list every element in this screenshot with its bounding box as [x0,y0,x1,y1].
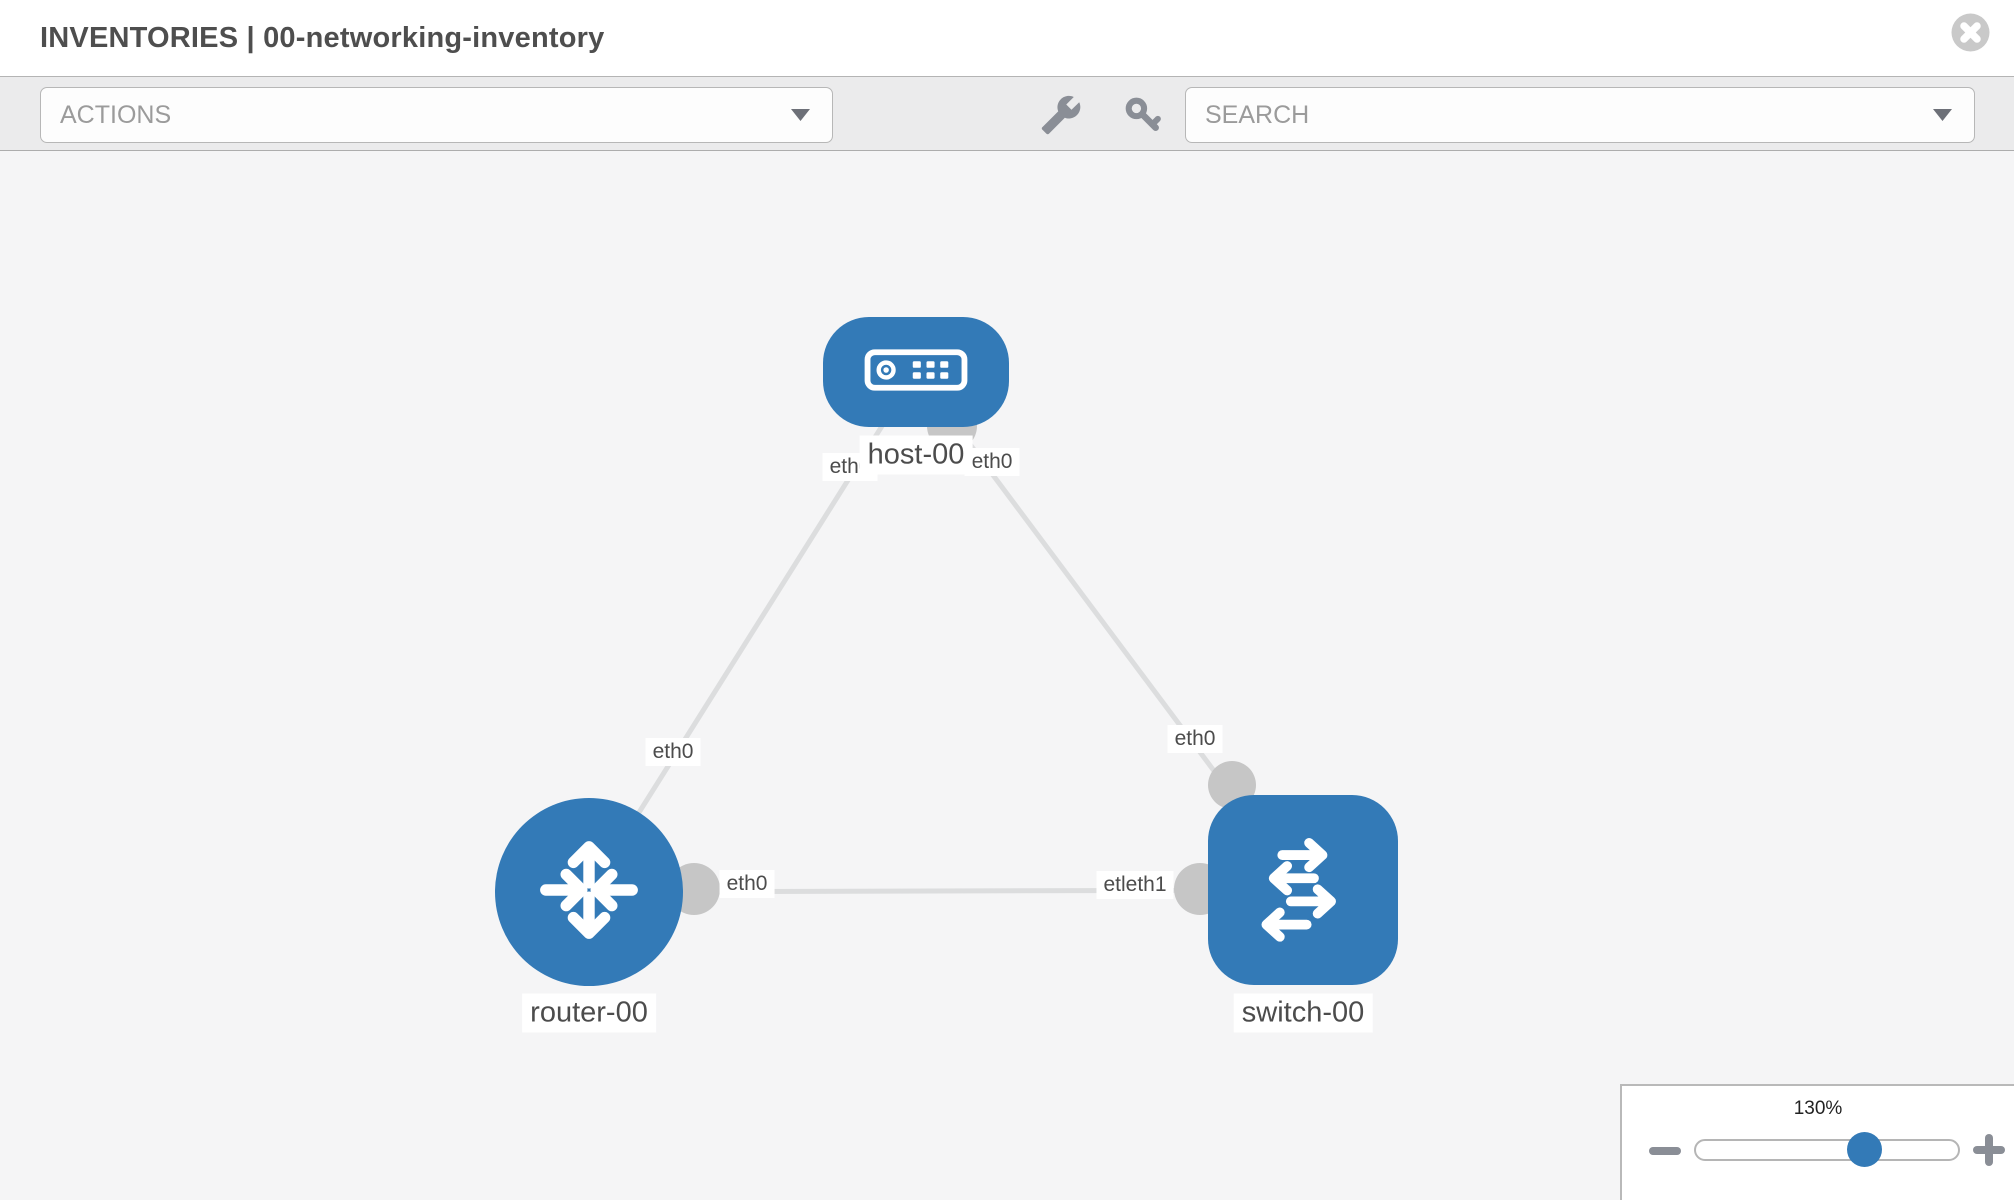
zoom-out-icon[interactable] [1648,1134,1682,1168]
actions-dropdown[interactable]: ACTIONS [40,87,833,143]
chevron-down-icon [791,109,810,121]
zoom-in-icon[interactable] [1972,1133,2006,1167]
interface-label: etleth1 [1096,871,1174,899]
zoom-slider [1622,1128,2014,1172]
node-label-switch-00: switch-00 [1233,993,1373,1033]
node-router-00[interactable] [495,798,683,986]
zoom-slider-thumb[interactable] [1846,1132,1882,1167]
node-host-00[interactable] [823,317,1009,427]
toolbar-tools [1040,77,1165,152]
search-dropdown[interactable]: SEARCH [1185,87,1975,143]
switch-icon [1242,827,1364,954]
host-icon [864,348,968,396]
topology-links-layer [586,370,1306,915]
node-label-host-00: host-00 [859,435,973,475]
toolbar: ACTIONS SEARCH [0,76,2014,151]
titlebar: INVENTORIES | 00-networking-inventory [0,0,2014,76]
wrench-icon[interactable] [1040,94,1082,136]
interface-label: eth0 [964,448,1020,476]
interface-label: eth0 [1167,725,1223,753]
zoom-level-value: 130% [1793,1098,1843,1119]
router-icon [529,830,649,955]
interface-label: eth0 [645,738,701,766]
close-icon [1951,13,1990,52]
chevron-down-icon [1933,109,1952,121]
close-button[interactable] [1951,13,1990,52]
page-title: INVENTORIES | 00-networking-inventory [40,21,605,54]
key-icon[interactable] [1121,93,1165,137]
actions-dropdown-label: ACTIONS [60,100,172,129]
interface-label: eth0 [719,870,775,898]
search-dropdown-label: SEARCH [1205,100,1310,129]
node-switch-00[interactable] [1208,795,1398,985]
node-label-router-00: router-00 [522,993,656,1033]
zoom-panel: 130% [1620,1084,2014,1200]
zoom-slider-track[interactable] [1694,1132,1960,1167]
